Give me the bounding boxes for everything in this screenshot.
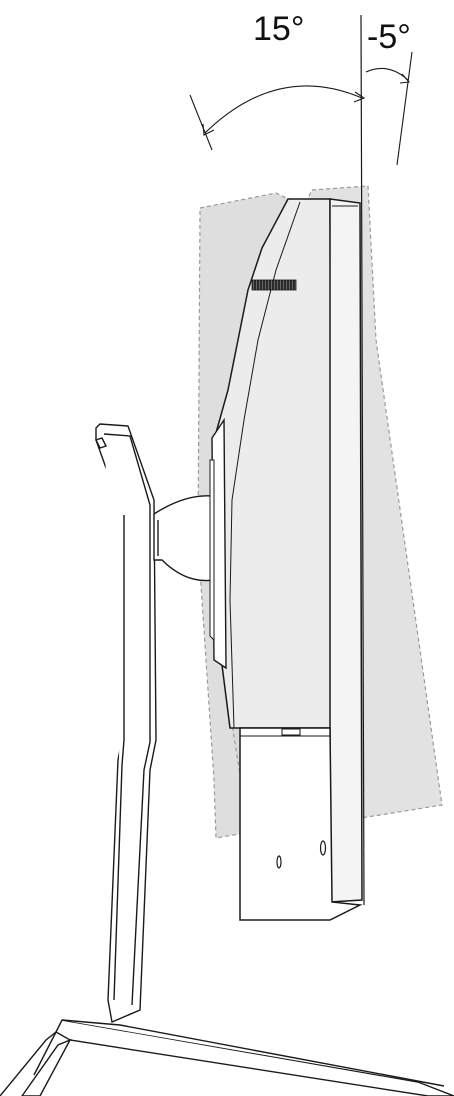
vertical-reference-line bbox=[360, 14, 365, 906]
backward-tilt-label: -5° bbox=[367, 18, 411, 56]
port-hole bbox=[276, 855, 282, 869]
backward-tilt-guide-line bbox=[396, 51, 413, 166]
tilt-angle-markers bbox=[189, 51, 413, 166]
stand-base bbox=[0, 1019, 454, 1096]
backward-tilt-arc bbox=[365, 67, 409, 81]
hinge-joint bbox=[153, 495, 215, 582]
forward-arc-arrowhead-start bbox=[202, 123, 215, 136]
port-hole bbox=[319, 840, 327, 856]
vent-grille bbox=[251, 279, 297, 291]
forward-tilt-arc bbox=[204, 85, 363, 134]
monitor-side-view bbox=[209, 198, 363, 921]
forward-arc-arrowhead bbox=[353, 91, 366, 103]
stand-neck bbox=[95, 423, 157, 1023]
forward-tilt-label: 15° bbox=[253, 10, 305, 48]
backward-arc-arrowhead bbox=[399, 73, 411, 84]
forward-tilt-guide-line bbox=[189, 94, 213, 151]
